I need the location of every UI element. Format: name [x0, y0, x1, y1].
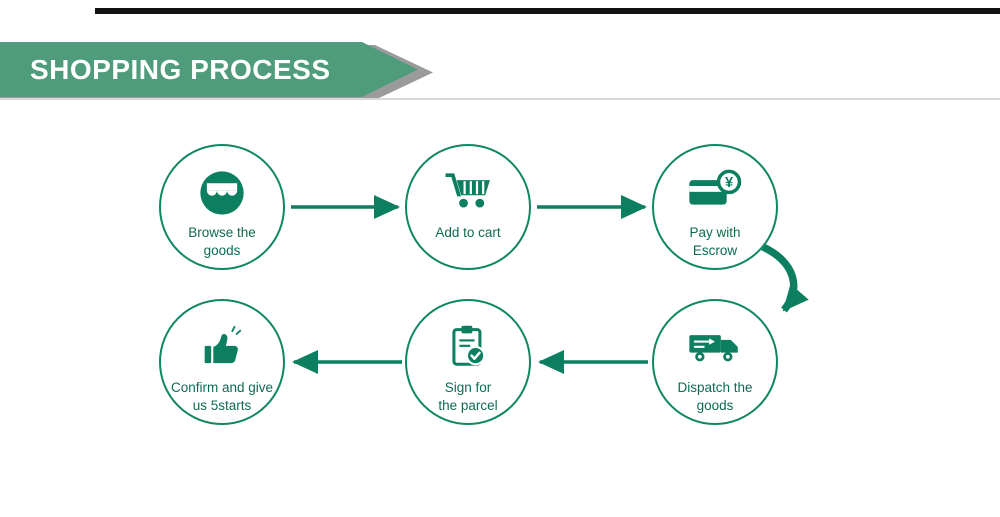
shopping-process-banner: SHOPPING PROCESS — [0, 42, 418, 97]
step-label-line1: Add to cart — [435, 225, 501, 240]
step-label-line2: the parcel — [438, 397, 498, 413]
step-label-line1: Browse the — [188, 225, 256, 240]
step-label: Sign for the parcel — [438, 379, 497, 415]
step-label: Pay with Escrow — [689, 224, 740, 260]
step-circle-sign-parcel: Sign for the parcel — [405, 299, 531, 425]
step-circle-browse-goods: Browse the goods — [159, 144, 285, 270]
step-label-line1: Pay with — [689, 225, 741, 240]
delivery-truck-icon — [687, 319, 743, 377]
step-label-line2: goods — [696, 397, 734, 413]
clipboard-check-icon — [442, 319, 494, 377]
header-divider — [0, 98, 1000, 100]
svg-text:¥: ¥ — [725, 175, 734, 191]
step-label-line1: Sign for — [444, 380, 492, 395]
step-label: Browse the goods — [188, 224, 256, 260]
step-label-line2: goods — [203, 242, 241, 258]
banner-title: SHOPPING PROCESS — [30, 53, 331, 85]
step-circle-dispatch-goods: Dispatch the goods — [652, 299, 778, 425]
step-circle-confirm-stars: Confirm and give us 5starts — [159, 299, 285, 425]
step-label: Confirm and give us 5starts — [171, 379, 273, 415]
step-label-line2: Escrow — [692, 242, 738, 258]
top-divider-bar — [95, 8, 1000, 14]
curved-arrow-down-icon — [761, 243, 809, 313]
storefront-icon — [196, 164, 248, 222]
step-label-line1: Dispatch the — [677, 380, 753, 395]
step-circle-pay-escrow: ¥ Pay with Escrow — [652, 144, 778, 270]
step-label-line2: us 5starts — [192, 397, 252, 413]
step-label: Add to cart — [435, 224, 500, 242]
thumbs-up-icon — [196, 319, 248, 377]
payment-card-icon: ¥ — [687, 164, 743, 222]
step-label-line1: Confirm and give — [170, 380, 274, 395]
step-label: Dispatch the goods — [677, 379, 752, 415]
shopping-cart-icon — [441, 164, 495, 222]
step-circle-add-to-cart: Add to cart — [405, 144, 531, 270]
